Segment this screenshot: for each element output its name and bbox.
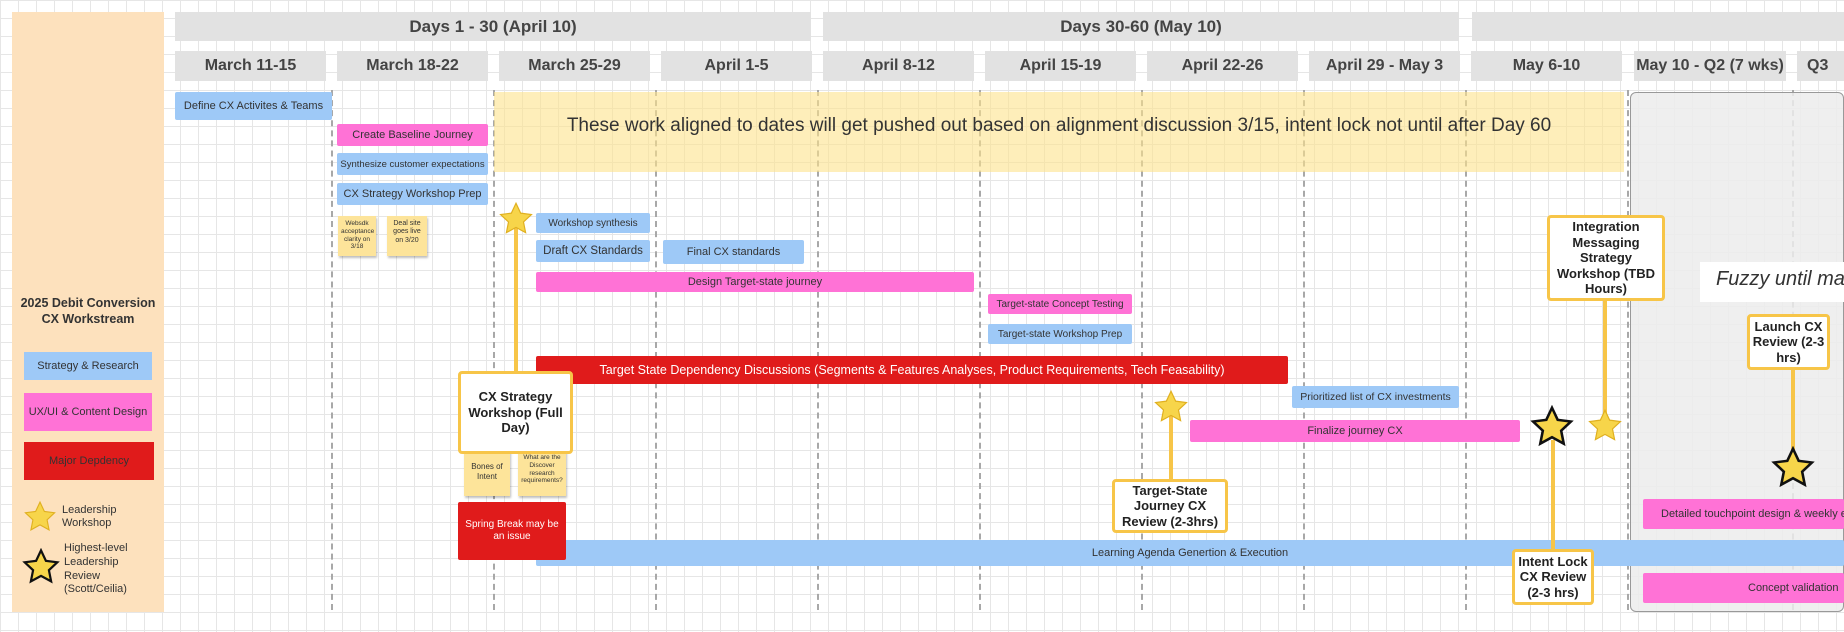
fuzzy-label-box [1700,262,1844,302]
week-header: March 25-29 [499,51,650,81]
week-header: March 18-22 [337,51,488,81]
task-final-standards: Final CX standards [663,240,804,264]
week-header: May 6-10 [1471,51,1622,81]
week-header: April 1-5 [661,51,812,81]
week-divider [817,90,819,610]
week-header: April 15-19 [985,51,1136,81]
legend-major-dependency: Major Depdency [24,442,154,480]
connector-line [514,222,518,372]
fuzzy-label: Fuzzy until ma [1716,268,1844,290]
week-divider [1303,90,1305,610]
task-concept-testing: Target-state Concept Testing [988,294,1132,314]
week-divider [655,90,657,610]
connector-line [1603,298,1607,416]
connector-line [1791,366,1795,462]
week-header: April 29 - May 3 [1309,51,1460,81]
callout-target-review: Target-State Journey CX Review (2-3hrs) [1112,479,1228,533]
highest-review-star-icon [1530,405,1574,447]
callout-integration-workshop: Integration Messaging Strategy Workshop … [1547,215,1665,301]
connector-line [1551,440,1555,552]
phase-header-2: Days 30-60 (May 10) [823,12,1459,41]
legend-ux: UX/UI & Content Design [24,393,152,431]
task-detailed-touchpoint: Detailed touchpoint design & weekly ex [1643,499,1844,529]
phase-header-3 [1472,12,1844,41]
star-outlined-icon [22,548,60,584]
sticky-note: What are the Discover research requireme… [518,450,566,496]
leadership-workshop-star-icon [1588,408,1622,441]
task-baseline-journey: Create Baseline Journey [337,124,488,146]
week-divider [1627,90,1629,610]
connector-line [1169,416,1173,482]
task-learning-agenda: Learning Agenda Genertion & Execution [536,540,1844,566]
task-synthesize-expectations: Synthesize customer expectations [337,153,488,175]
legend-title: 2025 Debit Conversion CX Workstream [20,296,156,326]
task-workshop-prep: CX Strategy Workshop Prep [337,183,488,205]
sticky-note: Bones of Intent [464,450,510,496]
callout-cx-workshop: CX Strategy Workshop (Full Day) [458,371,573,454]
leadership-workshop-star-icon [1154,389,1188,422]
legend-leadership-workshop: Leadership Workshop [62,504,117,530]
week-divider [1465,90,1467,610]
task-spring-break: Spring Break may be an issue [458,502,566,560]
alignment-banner [494,92,1624,172]
week-divider [331,90,333,610]
callout-intent-lock: Intent Lock CX Review (2-3 hrs) [1512,549,1594,605]
week-divider [979,90,981,610]
phase-header-1: Days 1 - 30 (April 10) [175,12,811,41]
task-ts-workshop-prep: Target-state Workshop Prep [988,324,1132,344]
sticky-note: Websdk acceptance clarity on 3/18 [338,216,376,256]
task-workshop-synthesis: Workshop synthesis [536,213,650,233]
week-divider [493,90,495,610]
task-finalize-journey: Finalize journey CX [1190,420,1520,442]
week-header: March 11-15 [175,51,326,81]
task-prioritized-investments: Prioritized list of CX investments [1292,386,1459,408]
legend-highest-review: Highest-level Leadership Review (Scott/C… [64,542,128,596]
highest-review-star-icon [1771,446,1815,488]
callout-launch-review: Launch CX Review (2-3 hrs) [1747,314,1830,370]
week-divider [1141,90,1143,610]
week-header: Q3 [1797,51,1844,81]
leadership-workshop-star-icon [499,201,533,234]
alignment-banner-text: These work aligned to dates will get pus… [566,115,1552,136]
week-header: May 10 - Q2 (7 wks) [1634,51,1786,81]
task-draft-standards: Draft CX Standards [536,240,650,262]
sticky-note: Deal site goes live on 3/20 [387,216,427,256]
task-dependency-discussions: Target State Dependency Discussions (Seg… [536,356,1288,384]
task-define-cx: Define CX Activites & Teams [175,92,332,120]
week-header: April 8-12 [823,51,974,81]
star-icon [24,500,56,531]
legend-strategy: Strategy & Research [24,352,152,380]
task-design-target-journey: Design Target-state journey [536,272,974,292]
week-header: April 22-26 [1147,51,1298,81]
task-concept-validation: Concept validation [1643,573,1844,603]
